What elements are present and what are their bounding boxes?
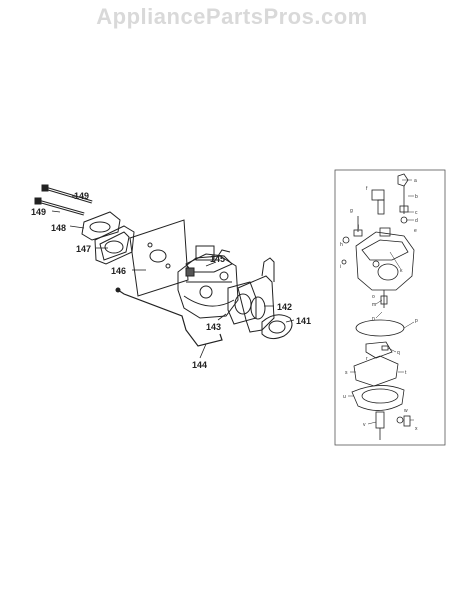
inset-callout-s: s — [345, 370, 348, 376]
inset-callout-n: n — [372, 316, 375, 322]
inset-callout-p: p — [415, 318, 418, 324]
inset-callout-v: v — [363, 422, 366, 428]
inset-callout-i: i — [340, 264, 341, 270]
callout-149-lower: 149 — [31, 207, 46, 217]
inset-callout-t: t — [405, 370, 407, 376]
callout-143: 143 — [206, 322, 221, 332]
inset-float-bowl-parts — [351, 290, 411, 440]
inset-callout-u: u — [343, 394, 346, 400]
inset-carburetor-body — [355, 227, 415, 291]
gasket-141 — [261, 314, 293, 340]
inset-callout-b: b — [415, 194, 418, 200]
air-cleaner-base-142 — [237, 257, 275, 333]
heat-shield-146 — [129, 219, 189, 297]
inset-callout-r: r — [366, 356, 368, 362]
inset-callout-m: m — [372, 302, 376, 308]
carburetor-145 — [177, 245, 239, 319]
inset-callout-a: a — [414, 178, 417, 184]
inset-callout-f: f — [366, 186, 368, 192]
inset-callout-o: o — [372, 294, 375, 300]
callout-146: 146 — [111, 266, 126, 276]
inset-callout-w: w — [404, 408, 408, 414]
inset-callout-q: q — [397, 350, 400, 356]
linkage-rod-144 — [115, 287, 223, 347]
gasket-148 — [81, 211, 121, 241]
callout-145: 145 — [210, 254, 225, 264]
inset-callout-d: d — [415, 218, 418, 224]
inset-callout-j: j — [357, 224, 359, 230]
inset-callout-g: g — [350, 208, 353, 214]
callout-141: 141 — [296, 316, 311, 326]
stud-149-upper — [41, 184, 93, 204]
inset-callout-h: h — [340, 242, 343, 248]
inset-fittings-top — [341, 173, 409, 265]
inset-frame — [334, 169, 446, 446]
inset-callout-e: e — [414, 228, 417, 234]
inset-callout-c: c — [415, 210, 418, 216]
callout-144: 144 — [192, 360, 207, 370]
stud-149-lower — [34, 197, 85, 216]
inset-callout-x: x — [415, 426, 418, 432]
watermark: AppliancePartsPros.com — [96, 4, 368, 29]
callout-142: 142 — [277, 302, 292, 312]
inset-callout-k: k — [400, 268, 403, 274]
callout-147: 147 — [76, 244, 91, 254]
callout-149-upper: 149 — [74, 191, 89, 201]
callout-148: 148 — [51, 223, 66, 233]
